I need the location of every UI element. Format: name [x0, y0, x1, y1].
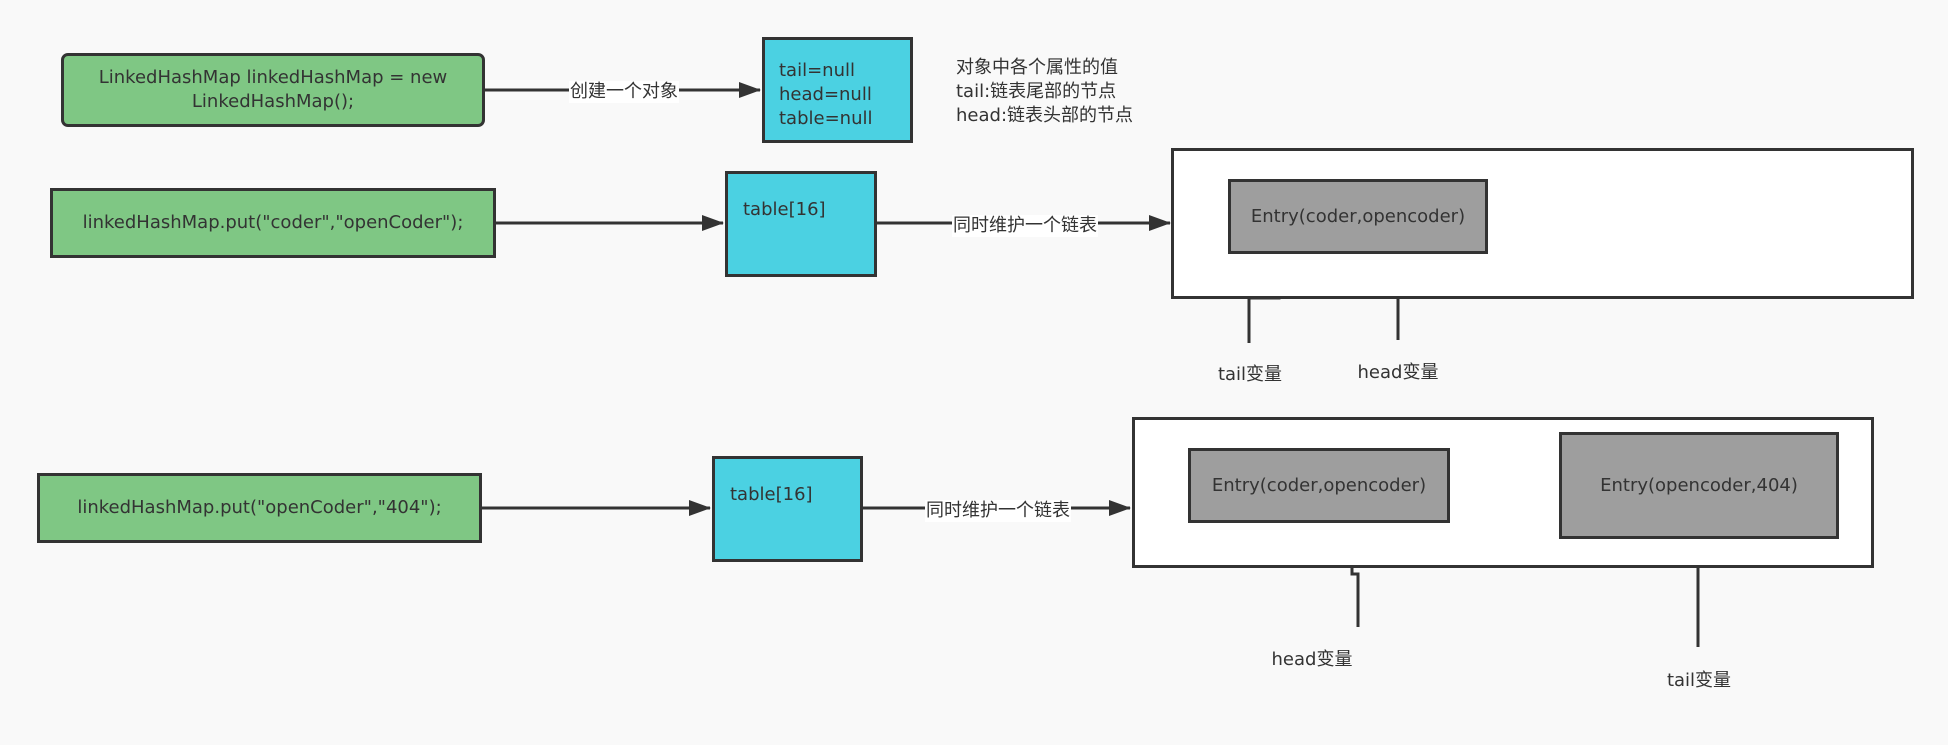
put-opencoder-node[interactable]: linkedHashMap.put("openCoder","404");: [37, 473, 482, 543]
initial-state-node[interactable]: tail=null head=null table=null: [762, 37, 913, 143]
row3-tail-variable-label: tail变量: [1666, 670, 1732, 691]
row2-tail-variable-label: tail变量: [1217, 364, 1283, 385]
row2-head-variable-label: head变量: [1357, 362, 1439, 383]
note-line-head: head:链表头部的节点: [956, 105, 1134, 126]
row3-entry-coder[interactable]: Entry(coder,opencoder): [1188, 448, 1450, 523]
row2-table-label: table[16]: [743, 199, 826, 220]
new-linkedhashmap-node[interactable]: LinkedHashMap linkedHashMap = new Linked…: [61, 53, 485, 127]
put-coder-node[interactable]: linkedHashMap.put("coder","openCoder");: [50, 188, 496, 258]
note-line-title: 对象中各个属性的值: [956, 57, 1118, 78]
attribute-note: 对象中各个属性的值 tail:链表尾部的节点 head:链表头部的节点: [956, 56, 1133, 128]
put-coder-code: linkedHashMap.put("coder","openCoder");: [82, 212, 464, 233]
initial-state-lines: tail=null head=null table=null: [779, 59, 873, 131]
put-opencoder-code: linkedHashMap.put("openCoder","404");: [77, 497, 442, 518]
state-head: head=null: [779, 84, 872, 105]
row3-table-node[interactable]: table[16]: [712, 456, 863, 562]
state-tail: tail=null: [779, 60, 855, 81]
row2-entry-coder-label: Entry(coder,opencoder): [1250, 205, 1466, 227]
row3-entry-opencoder[interactable]: Entry(opencoder,404): [1559, 432, 1839, 539]
row3-edge-label-maintain-list: 同时维护一个链表: [925, 500, 1071, 522]
new-linkedhashmap-code: LinkedHashMap linkedHashMap = new Linked…: [98, 67, 448, 112]
row3-table-label: table[16]: [730, 484, 813, 505]
row3-entry-coder-label: Entry(coder,opencoder): [1211, 474, 1427, 496]
state-table: table=null: [779, 108, 873, 129]
row2-entry-coder[interactable]: Entry(coder,opencoder): [1228, 179, 1488, 254]
row2-edge-label-maintain-list: 同时维护一个链表: [952, 215, 1098, 237]
row3-entry-opencoder-label: Entry(opencoder,404): [1600, 474, 1798, 496]
edge-label-create-object: 创建一个对象: [569, 81, 679, 103]
note-line-tail: tail:链表尾部的节点: [956, 81, 1117, 102]
row3-head-variable-label: head变量: [1271, 649, 1353, 670]
row2-table-node[interactable]: table[16]: [725, 171, 877, 277]
